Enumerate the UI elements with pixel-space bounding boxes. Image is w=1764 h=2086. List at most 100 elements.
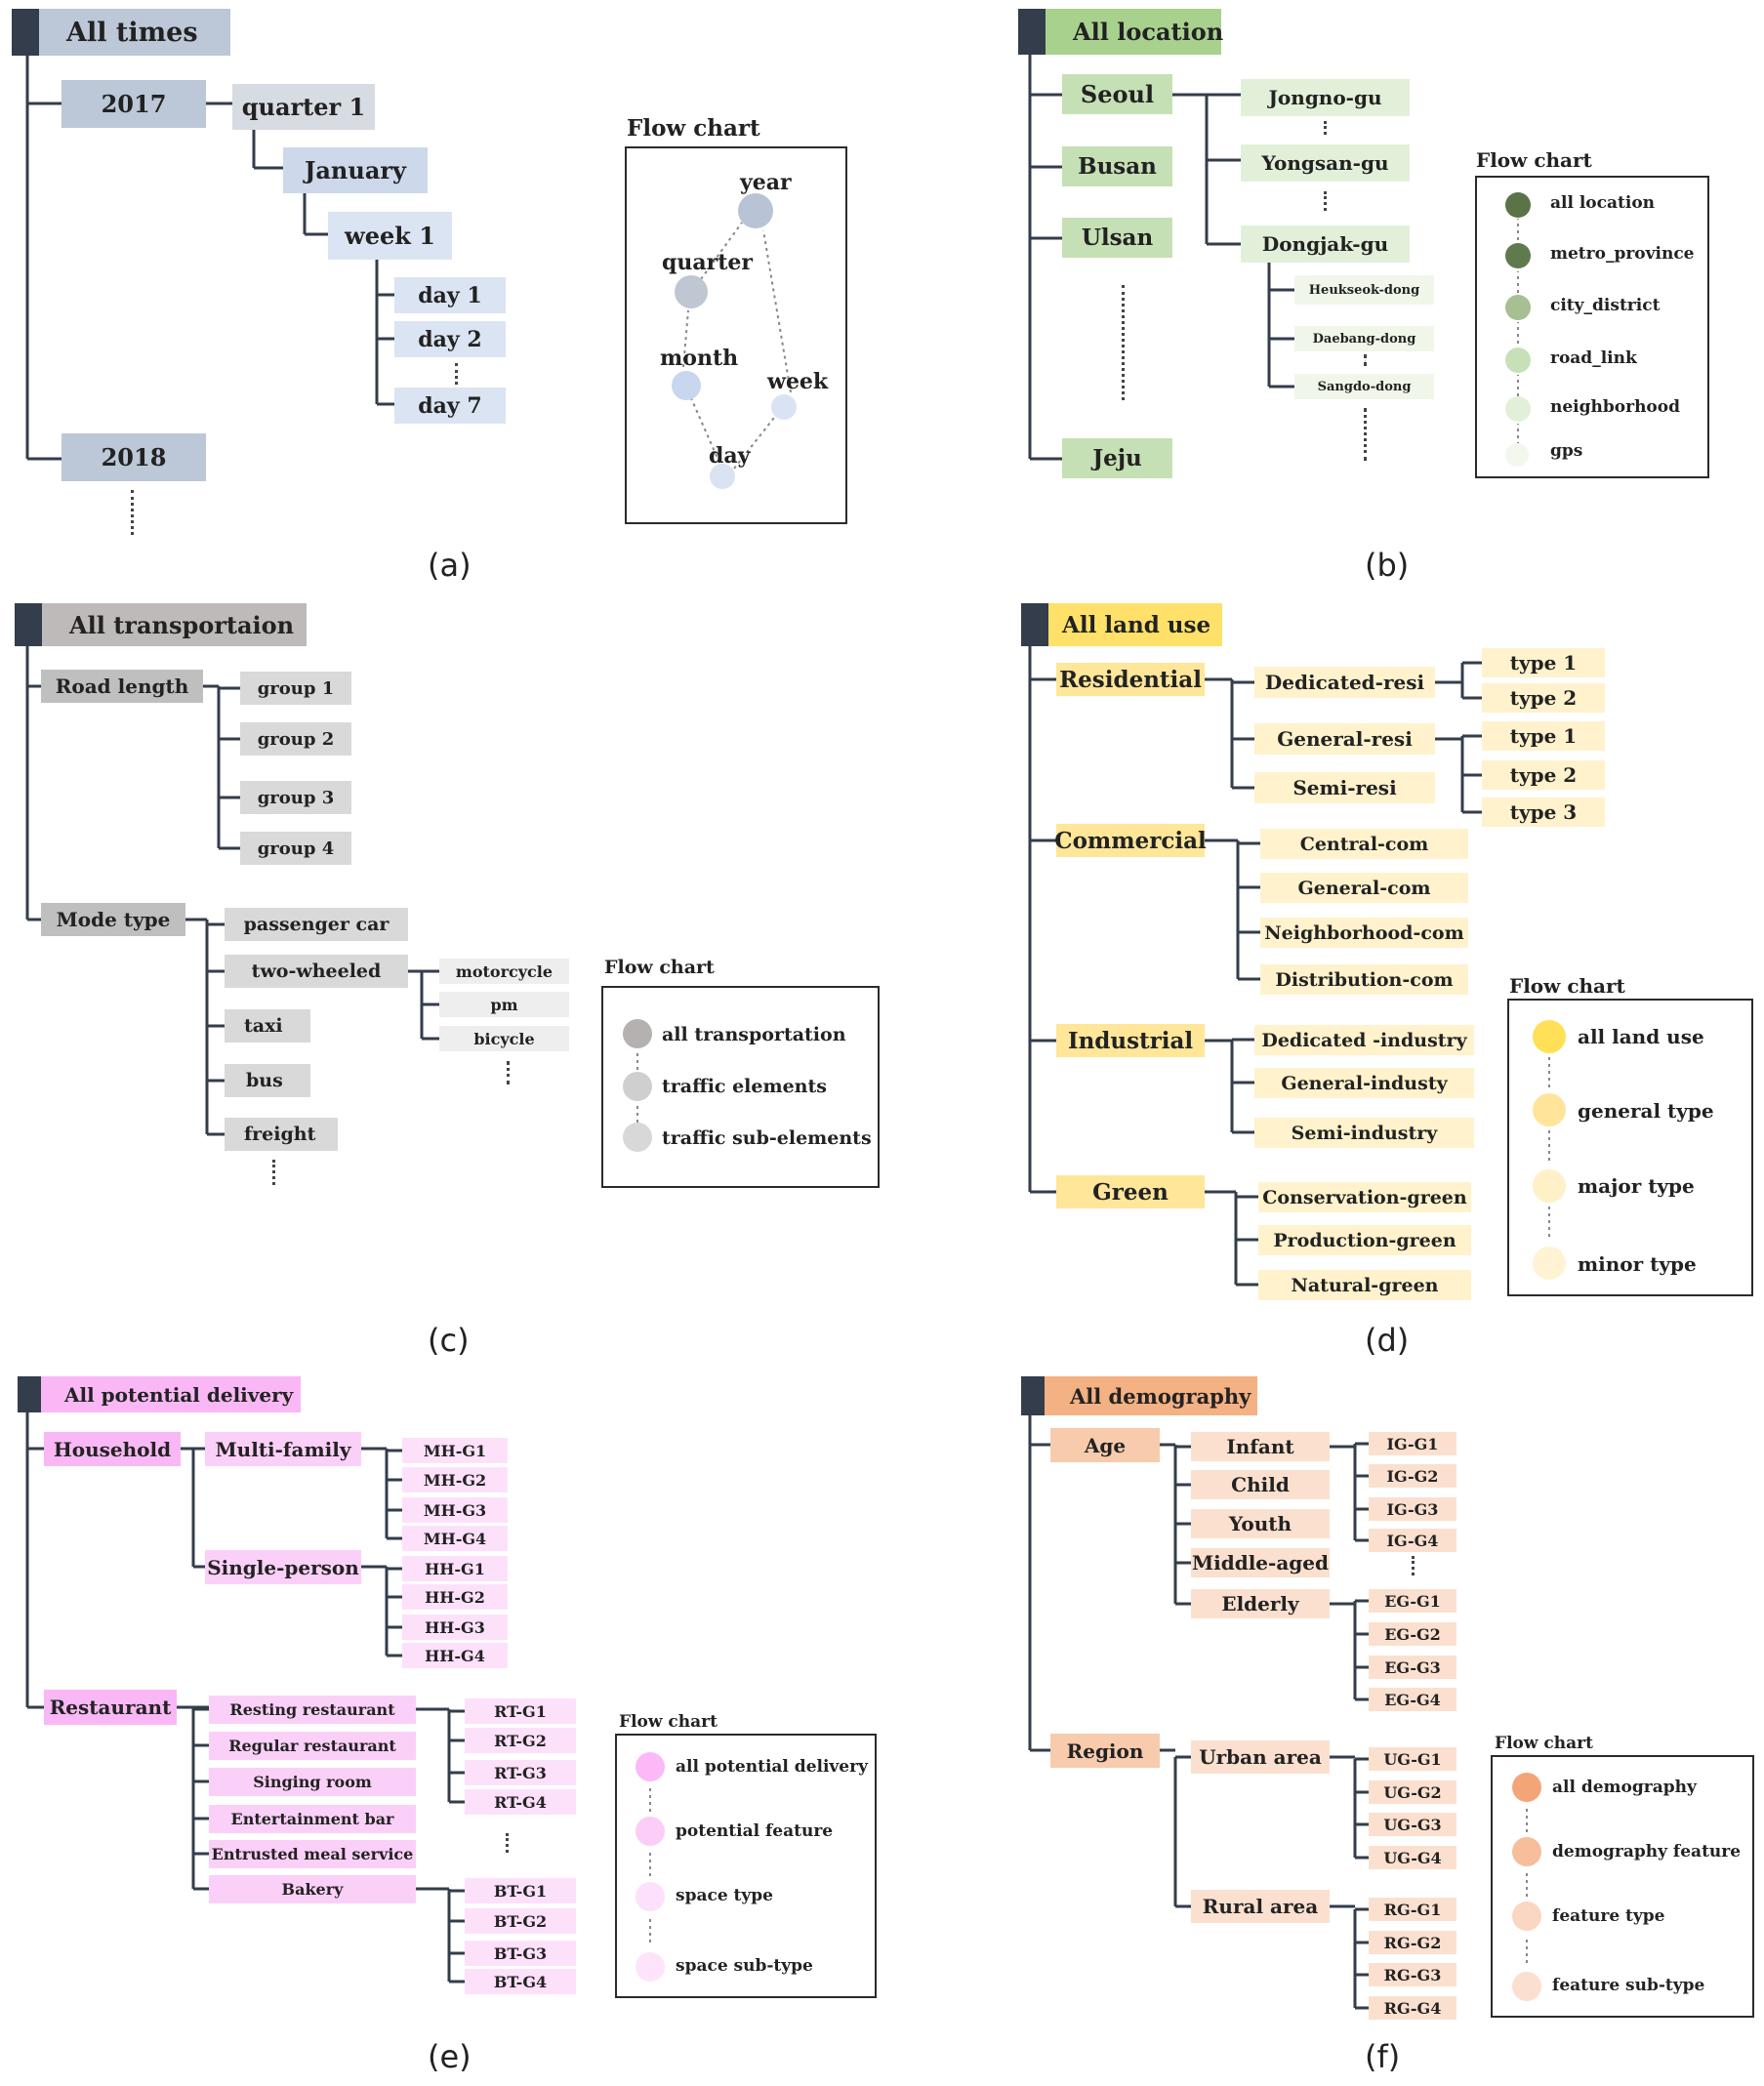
- rt-group-3: RT-G3: [465, 1760, 576, 1785]
- age-group-2: Child: [1191, 1470, 1330, 1499]
- ellipsis: [506, 1833, 509, 1853]
- node-age: Age: [1050, 1428, 1160, 1462]
- eg-group-1: EG-G1: [1369, 1589, 1456, 1613]
- flow-label: all transportation: [662, 1024, 846, 1045]
- green-conservation: Conservation-green: [1258, 1182, 1471, 1212]
- mh-group-2: MH-G2: [402, 1467, 508, 1493]
- flow-circle-year: [738, 193, 773, 228]
- header-tab: [1021, 603, 1048, 646]
- flow-circle-city-district: [1505, 295, 1531, 320]
- rg-group-2: RG-G2: [1369, 1931, 1456, 1954]
- mh-group-4: MH-G4: [402, 1526, 508, 1551]
- flow-circle-space-sub-type: [636, 1952, 665, 1982]
- sub-pm: pm: [439, 992, 569, 1017]
- caption-a: (a): [428, 547, 472, 584]
- flow-circle-major-type: [1533, 1169, 1566, 1203]
- header-all-demography: All demography: [1021, 1376, 1257, 1415]
- flow-circle-feature-type: [1512, 1902, 1541, 1931]
- mode-taxi: taxi: [225, 1009, 310, 1043]
- age-group-1: Infant: [1191, 1432, 1330, 1461]
- flow-label-quarter: quarter: [662, 250, 753, 275]
- ug-group-1: UG-G1: [1369, 1747, 1456, 1771]
- flow-circle-traffic-sub-elements: [623, 1123, 652, 1152]
- mode-freight: freight: [225, 1118, 338, 1151]
- resi-general: General-resi: [1254, 723, 1435, 755]
- header-all-land-use: All land use: [1021, 603, 1222, 646]
- flow-circle-day: [710, 464, 735, 489]
- flow-circle-general-type: [1533, 1093, 1566, 1126]
- sub-motorcycle: motorcycle: [439, 959, 569, 984]
- flow-circle-minor-type: [1533, 1247, 1566, 1280]
- flow-chart-title: Flow chart: [1495, 1734, 1593, 1753]
- flow-circle-week: [771, 394, 797, 420]
- flow-label: major type: [1578, 1174, 1695, 1198]
- header-all-times: All times: [12, 9, 230, 56]
- flow-chart-title: Flow chart: [627, 115, 760, 142]
- node-group-2: group 2: [240, 722, 351, 756]
- header-label: All location: [1073, 18, 1224, 46]
- sub-bicycle: bicycle: [439, 1026, 569, 1051]
- flow-circle-potential-feature: [636, 1817, 665, 1846]
- restaurant-type-3: Singing room: [209, 1768, 416, 1796]
- ellipsis: [1122, 285, 1125, 400]
- bt-group-2: BT-G2: [465, 1908, 576, 1934]
- flow-chart-box: [615, 1734, 877, 1998]
- mode-bus: bus: [225, 1064, 310, 1097]
- flow-label-month: month: [660, 346, 739, 371]
- category-industrial: Industrial: [1056, 1024, 1205, 1057]
- ug-group-3: UG-G3: [1369, 1813, 1456, 1836]
- header-all-location: All location: [1018, 9, 1224, 55]
- flow-circle-neighborhood: [1505, 396, 1531, 422]
- district-yongsan-gu: Yongsan-gu: [1241, 144, 1410, 182]
- header-tab: [1018, 9, 1046, 55]
- ellipsis: [1324, 191, 1327, 211]
- category-residential: Residential: [1056, 663, 1205, 696]
- province-seoul: Seoul: [1062, 74, 1172, 114]
- ig-group-3: IG-G3: [1369, 1497, 1456, 1521]
- bt-group-3: BT-G3: [465, 1941, 576, 1966]
- resi-dedicated: Dedicated-resi: [1254, 667, 1435, 698]
- mh-group-1: MH-G1: [402, 1438, 508, 1463]
- flow-circle-demography-feature: [1512, 1837, 1541, 1866]
- node-group-1: group 1: [240, 672, 351, 705]
- ellipsis: [455, 363, 458, 385]
- flow-chart-box: [625, 146, 847, 524]
- flow-circle-all-demography: [1512, 1773, 1541, 1802]
- ug-group-2: UG-G2: [1369, 1780, 1456, 1804]
- header-label: All demography: [1070, 1383, 1251, 1409]
- flow-label: all potential delivery: [676, 1757, 868, 1777]
- header-tab: [12, 9, 39, 56]
- flow-label: space type: [676, 1886, 773, 1905]
- dotted-arrow-line: [762, 229, 792, 393]
- dotted-arrow-line: [682, 309, 689, 368]
- node-single-person: Single-person: [205, 1550, 361, 1584]
- header-tab: [15, 603, 42, 646]
- flow-chart-box: [1507, 999, 1753, 1296]
- eg-group-2: EG-G2: [1369, 1622, 1456, 1646]
- ig-group-2: IG-G2: [1369, 1464, 1456, 1488]
- flow-label: all demography: [1552, 1778, 1697, 1797]
- general-type-3: type 3: [1482, 798, 1605, 827]
- node-quarter-1: quarter 1: [232, 84, 375, 130]
- hh-group-4: HH-G4: [402, 1643, 508, 1668]
- flow-label: all location: [1550, 193, 1656, 213]
- province-jeju: Jeju: [1062, 438, 1172, 478]
- flow-circle-month: [672, 371, 701, 400]
- flow-label: traffic elements: [662, 1076, 827, 1097]
- node-household: Household: [44, 1432, 181, 1466]
- ind-dedicated: Dedicated -industry: [1254, 1025, 1474, 1055]
- caption-e: (e): [428, 2038, 472, 2075]
- header-all-transportaion: All transportaion: [15, 603, 307, 646]
- ig-group-4: IG-G4: [1369, 1529, 1456, 1552]
- flow-chart-title: Flow chart: [1476, 148, 1592, 172]
- flow-label: traffic sub-elements: [662, 1127, 872, 1149]
- header-label: All land use: [1062, 611, 1211, 638]
- flow-circle-metro-province: [1505, 243, 1531, 268]
- flow-chart-box: [601, 986, 880, 1188]
- restaurant-type-1: Resting restaurant: [209, 1696, 416, 1724]
- province-ulsan: Ulsan: [1062, 218, 1172, 258]
- node-rural-area: Rural area: [1191, 1890, 1330, 1923]
- eg-group-3: EG-G3: [1369, 1656, 1456, 1679]
- green-production: Production-green: [1258, 1225, 1471, 1255]
